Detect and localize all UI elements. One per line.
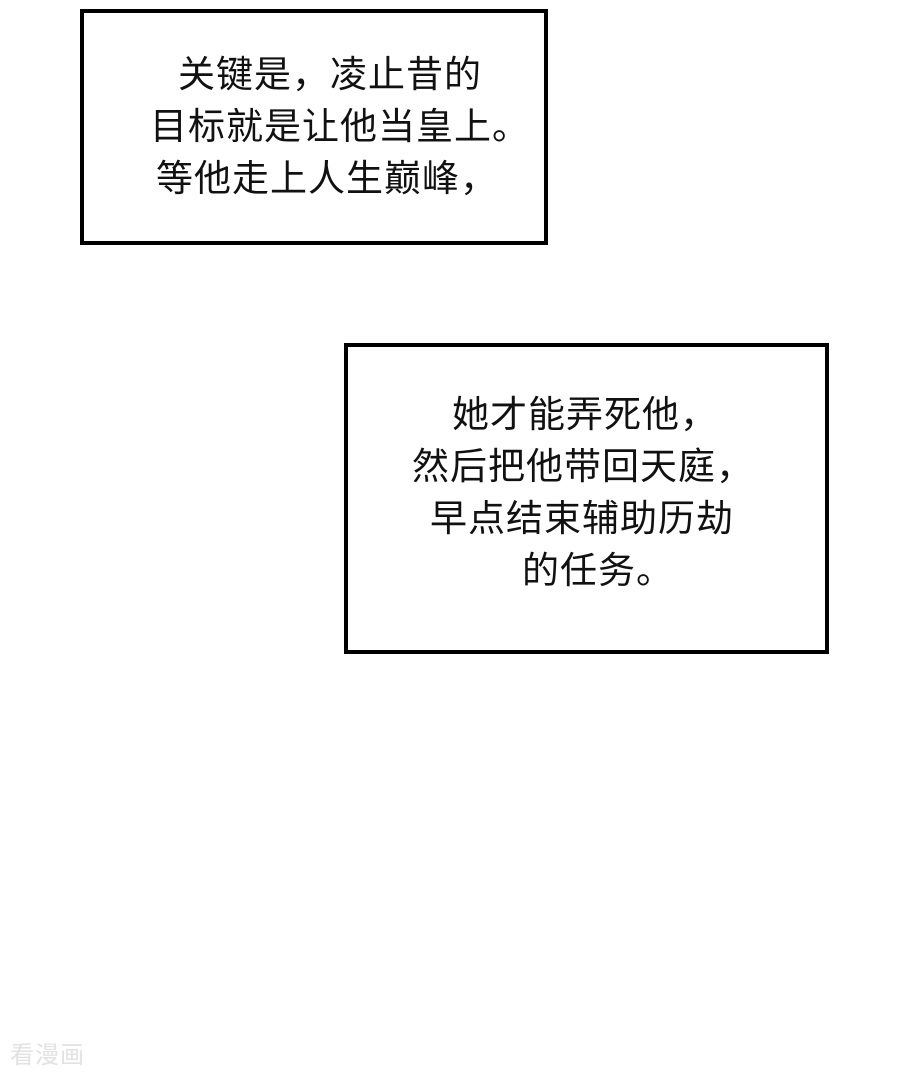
watermark: 看漫画: [10, 1041, 85, 1069]
caption-text-line: 目标就是让他当皇上。: [150, 105, 530, 148]
caption-text-line: 她才能弄死他，: [452, 393, 718, 436]
caption-text-line: 然后把他带回天庭，: [412, 445, 754, 488]
caption-text-line: 等他走上人生巅峰，: [156, 157, 498, 200]
caption-box-2: 她才能弄死他， 然后把他带回天庭， 早点结束辅助历劫 的任务。: [344, 343, 829, 654]
caption-text-line: 关键是，凌止昔的: [178, 53, 482, 96]
caption-text-line: 的任务。: [522, 549, 674, 592]
caption-box-1: 关键是，凌止昔的 目标就是让他当皇上。 等他走上人生巅峰，: [80, 9, 548, 245]
caption-text-line: 早点结束辅助历劫: [430, 497, 734, 540]
